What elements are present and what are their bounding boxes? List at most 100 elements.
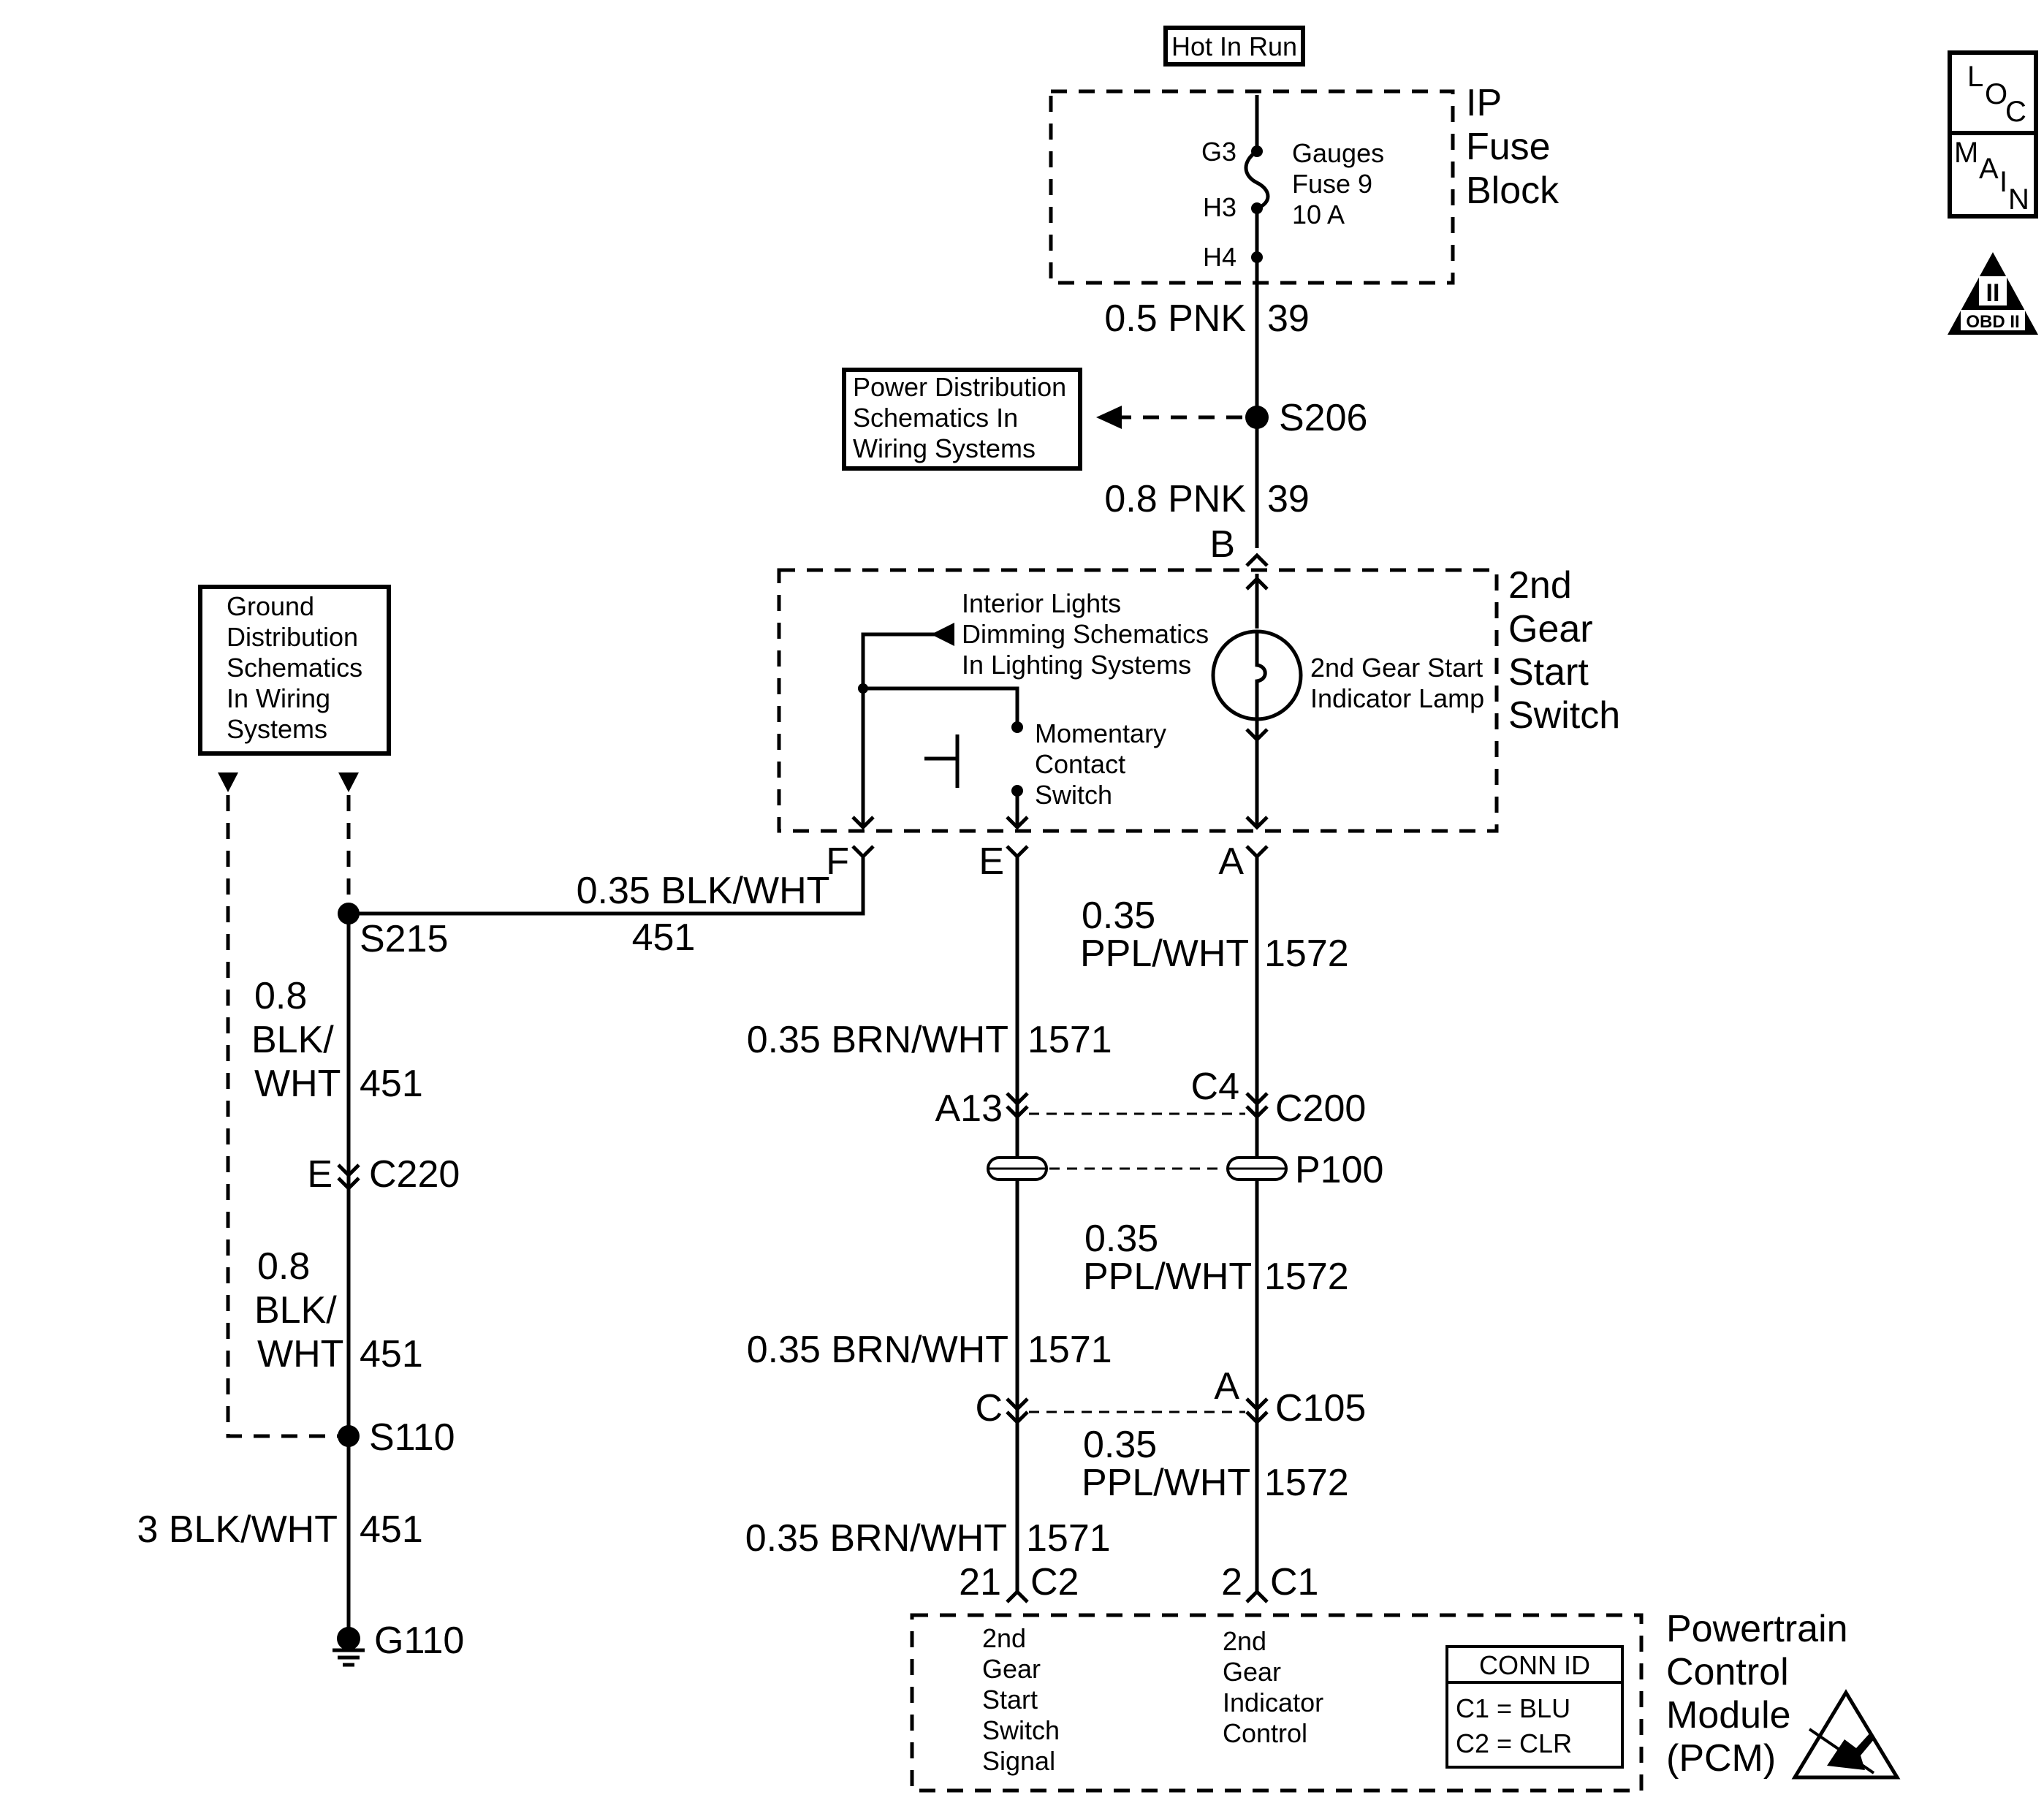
pcm-conn-right: C1 [1270, 1561, 1318, 1603]
terminal-g3-dot [1251, 145, 1263, 157]
splice-s110-dot [338, 1425, 360, 1447]
power-distribution-reference[interactable]: Power Distribution Schematics In Wiring … [842, 368, 1082, 471]
pcm-title-2: Control [1666, 1651, 1789, 1693]
wire-g1-circuit: 451 [360, 1063, 423, 1105]
ground-g110-label: G110 [374, 1620, 464, 1662]
connector-a-icon [1245, 845, 1269, 859]
pin-b-label: B [1209, 523, 1235, 566]
wire-g2-line-3: WHT [257, 1333, 343, 1375]
connector-c105-right-icon [1245, 1397, 1269, 1425]
wire-g1-line-1: 0.8 [254, 975, 307, 1017]
arrow-down-icon [218, 772, 238, 792]
momentary-label-1: Momentary [1035, 718, 1166, 748]
dimming-ref-3[interactable]: In Lighting Systems [962, 650, 1191, 680]
fuse-block-title-3: Block [1466, 170, 1559, 212]
connector-c200-right-icon [1245, 1092, 1269, 1120]
loc-button[interactable]: L O C [1948, 50, 2038, 135]
power-dist-line-3: Wiring Systems [853, 433, 1036, 463]
pcm-control-2: Gear [1223, 1657, 1281, 1687]
ground-distribution-reference[interactable]: Ground Distribution Schematics In Wiring… [198, 585, 391, 756]
connector-b-icon [1245, 553, 1269, 567]
terminal-h3-label: H3 [1203, 192, 1236, 222]
wire-39-size-1: 0.5 PNK [1104, 297, 1246, 340]
obd-ii-button[interactable]: II OBD II [1948, 252, 2038, 335]
pcm-conn-left: C2 [1030, 1561, 1079, 1603]
loc-letter-c: C [2005, 96, 2026, 128]
main-letter-m: M [1954, 137, 1978, 169]
loc-letter-l: L [1967, 61, 1983, 93]
connector-c105-left-icon [1006, 1397, 1029, 1425]
dimming-ref-1[interactable]: Interior Lights [962, 588, 1121, 618]
wire-39-circuit-1: 39 [1267, 297, 1310, 340]
loc-letter-o: O [1985, 78, 2007, 110]
ground-dist-line-5: Systems [227, 714, 327, 744]
c105-pin-right: A [1214, 1365, 1239, 1408]
c200-pin-left: A13 [935, 1087, 1003, 1130]
power-source-text: Hot In Run [1171, 31, 1297, 61]
switch-title-4: Switch [1508, 694, 1620, 737]
obd-numeral: II [1986, 279, 2000, 307]
pcm-signal-5: Signal [982, 1746, 1055, 1776]
conn-id-row-2: C2 = CLR [1456, 1728, 1572, 1758]
wire-ppl2-circuit: 1572 [1264, 1256, 1349, 1298]
pcm-pin-right: 2 [1221, 1561, 1242, 1603]
wire-ppl1-circuit: 1572 [1264, 933, 1349, 975]
ip-fuse-block: IP Fuse Block G3 H3 H4 Gauges Fuse 9 10 … [1049, 82, 1559, 285]
main-letter-n: N [2008, 183, 2029, 216]
power-source-label: Hot In Run [1163, 26, 1305, 67]
wire-g2-line-2: BLK/ [254, 1289, 337, 1332]
wire-ppl3-line-1: 0.35 [1083, 1424, 1157, 1466]
wire-g1-line-2: BLK/ [251, 1019, 334, 1061]
ground-g110-dot [337, 1627, 360, 1650]
fuse-name-2: Fuse 9 [1292, 169, 1372, 199]
fuse-symbol-icon [1244, 149, 1270, 210]
conn-id-table: CONN ID C1 = BLU C2 = CLR [1445, 1645, 1624, 1769]
c105-label: C105 [1275, 1387, 1366, 1430]
wire-39-size-2: 0.8 PNK [1104, 478, 1246, 520]
wire-brn1-size: 0.35 BRN/WHT [747, 1019, 1008, 1061]
fuse-block-title-1: IP [1466, 82, 1502, 124]
pin-a-label: A [1218, 840, 1244, 883]
pcm-pin-left: 21 [959, 1561, 1001, 1603]
pcm-title-1: Powertrain [1666, 1608, 1848, 1650]
switch-title-2: Gear [1508, 608, 1593, 650]
pcm-signal-3: Start [982, 1685, 1038, 1715]
main-letter-a: A [1979, 153, 1999, 185]
terminal-h4-label: H4 [1203, 242, 1236, 272]
main-button[interactable]: M A I N [1948, 131, 2038, 219]
momentary-switch-icon [924, 734, 960, 788]
wire-brn2-size: 0.35 BRN/WHT [747, 1329, 1008, 1371]
connector-c200-left-icon [1006, 1092, 1029, 1120]
pcm-control-4: Control [1223, 1718, 1307, 1748]
power-dist-line-2: Schematics In [853, 403, 1018, 433]
pcm-signal-2: Gear [982, 1654, 1041, 1684]
connector-c1-icon [1245, 1589, 1269, 1603]
wire-ppl3-line-2: PPL/WHT [1082, 1462, 1250, 1504]
main-letter-i: I [1999, 166, 2007, 198]
pcm-title-3: Module [1666, 1694, 1791, 1736]
c200-pin-right: C4 [1191, 1066, 1239, 1108]
wire-brn2-circuit: 1571 [1027, 1329, 1112, 1371]
dimming-ref-2[interactable]: Dimming Schematics [962, 619, 1209, 649]
ground-dist-line-3: Schematics [227, 653, 362, 683]
wire-ppl3-circuit: 1572 [1264, 1462, 1349, 1504]
obd-label: OBD II [1966, 312, 2019, 332]
pcm-signal-1: 2nd [982, 1623, 1026, 1653]
c220-label: C220 [369, 1153, 460, 1196]
wire-39-circuit-2: 39 [1267, 478, 1310, 520]
ground-symbol-icon [333, 1648, 365, 1667]
c105-pin-left: C [975, 1387, 1003, 1430]
wire-brn3-circuit: 1571 [1026, 1517, 1111, 1560]
arrow-down-icon [338, 772, 359, 792]
conn-id-title: CONN ID [1479, 1650, 1590, 1680]
arrow-left-icon [1096, 406, 1122, 429]
connector-c220-icon [337, 1163, 360, 1191]
splice-s215-label: S215 [360, 918, 448, 960]
connector-f-icon [851, 845, 875, 859]
fuse-block-title-2: Fuse [1466, 126, 1551, 168]
lamp-label-1: 2nd Gear Start [1310, 653, 1483, 683]
terminal-h3-dot [1251, 202, 1263, 214]
pcm-control-1: 2nd [1223, 1626, 1266, 1656]
wire-ppl1-line-1: 0.35 [1082, 895, 1155, 937]
ground-dist-line-4: In Wiring [227, 683, 330, 713]
